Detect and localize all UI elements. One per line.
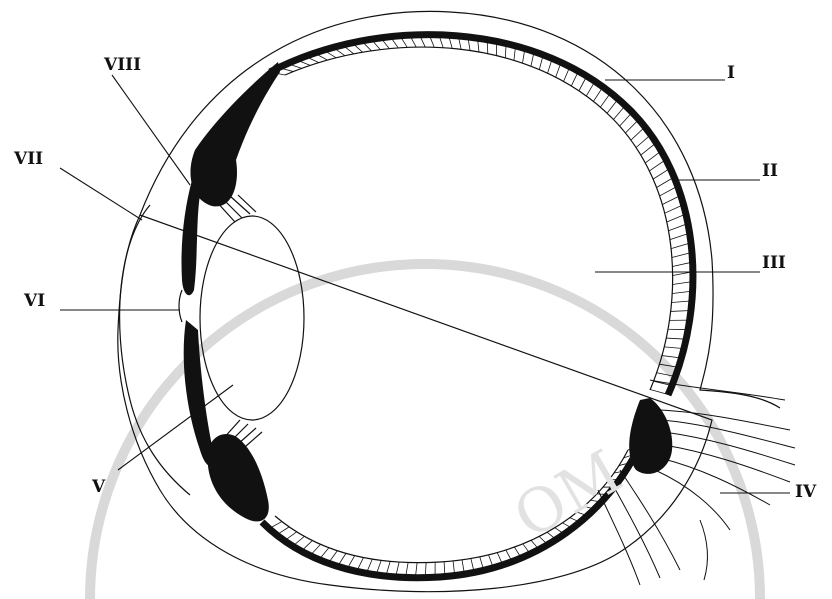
retina-cell-divider: [662, 195, 680, 204]
lens: [200, 216, 304, 420]
cornea: [120, 205, 190, 495]
retina-cell-divider: [593, 87, 602, 102]
label-VI: VI: [23, 291, 45, 311]
retina-cell-divider: [571, 71, 578, 86]
leader-VIII: [112, 75, 190, 185]
optic-nerve-disc: [629, 398, 672, 474]
ciliary-body-upper: [190, 62, 280, 206]
retina-cell-divider: [645, 151, 661, 163]
iris-upper: [181, 180, 200, 295]
retina-cell-divider: [310, 544, 320, 555]
retina-cell-divider: [600, 93, 610, 107]
retina-cell-divider: [579, 76, 587, 91]
retina-cell-divider: [586, 81, 595, 96]
retina-cell-divider: [660, 186, 678, 196]
retina-cell-divider: [625, 119, 638, 133]
label-II: II: [762, 161, 778, 181]
retina-cell-divider: [667, 214, 686, 222]
retina-cell-divider: [641, 143, 656, 155]
retina-cell-divider: [285, 532, 297, 541]
label-VII: VII: [13, 149, 43, 169]
retina-cell-divider: [277, 527, 290, 535]
retina-cell-divider: [319, 548, 329, 560]
leader-VII: [60, 168, 142, 220]
label-V: V: [91, 477, 106, 497]
retina-cell-divider: [665, 205, 684, 214]
label-I: I: [727, 63, 735, 83]
choroid-layer: [270, 35, 693, 395]
pupil-gap: [179, 290, 182, 322]
label-VIII: VIII: [103, 55, 141, 75]
retina-cell-divider: [269, 522, 282, 529]
retina-cell-divider: [653, 168, 670, 179]
retina-cell-divider: [636, 135, 651, 148]
label-IV: IV: [795, 482, 817, 502]
retina-cell-divider: [620, 112, 633, 126]
retina-cell-divider: [301, 541, 312, 552]
retina-cell-divider: [631, 127, 645, 140]
retina-cell-divider: [649, 159, 666, 170]
label-III: III: [762, 253, 786, 273]
retina-cell-divider: [607, 99, 618, 113]
retina-cell-divider: [293, 536, 305, 546]
ciliary-body-lower: [208, 434, 269, 521]
retina-cell-divider: [657, 177, 675, 187]
retina-cell-divider: [669, 224, 688, 231]
retina-cell-divider: [613, 105, 625, 119]
